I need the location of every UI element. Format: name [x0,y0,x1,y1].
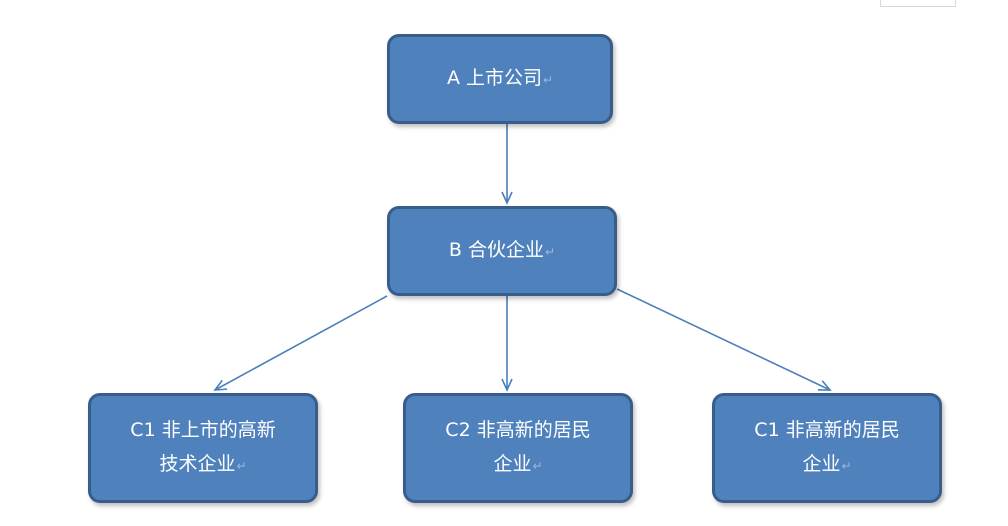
node-c3-non-hightech-resident: C1 非高新的居民 企业↵ [712,393,942,503]
node-c2-label-line1: C2 非高新的居民 [445,419,591,441]
node-c3-label-line2: 企业↵ [802,453,852,475]
corner-frame [880,0,956,7]
arrow-b-to-c3 [616,288,832,391]
node-c3-label-line1: C1 非高新的居民 [754,419,900,441]
paragraph-mark-icon: ↵ [545,245,556,259]
node-a-label: A 上市公司↵ [446,67,554,89]
paragraph-mark-icon: ↵ [532,459,543,473]
node-c1-label-line1: C1 非上市的高新 [130,419,276,441]
paragraph-mark-icon: ↵ [542,73,554,87]
arrow-b-to-c1 [213,295,388,391]
node-c2-label-line2: 企业↵ [493,453,543,475]
paragraph-mark-icon: ↵ [236,459,247,473]
paragraph-mark-icon: ↵ [841,459,852,473]
node-a-listed-company: A 上市公司↵ [387,34,613,124]
node-b-partnership: B 合伙企业↵ [387,206,617,296]
node-c1-label-line2: 技术企业↵ [159,453,247,475]
node-c2-non-hightech-resident: C2 非高新的居民 企业↵ [403,393,633,503]
node-c1-unlisted-hightech: C1 非上市的高新 技术企业↵ [88,393,318,503]
node-b-label: B 合伙企业↵ [448,239,556,261]
